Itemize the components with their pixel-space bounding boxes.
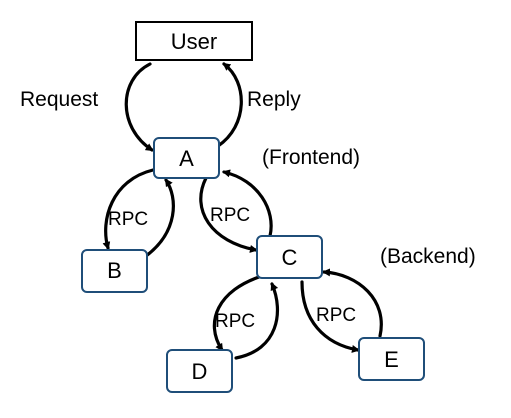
user-label: User [171,29,217,54]
rpc-a-c-return-arrow [222,169,273,238]
node-e: E [358,337,425,381]
request-arrow [124,62,154,152]
node-e-label: E [384,347,399,372]
frontend-label: (Frontend) [262,146,360,169]
backend-label: (Backend) [380,245,476,268]
node-b: B [81,249,148,293]
node-c-label: C [282,245,298,270]
node-a: A [153,137,220,179]
rpc-c-e-return-arrow [322,268,383,338]
rpc-a-c-call-arrow [199,176,258,253]
reply-label: Reply [247,88,301,111]
reply-arrow [216,62,243,148]
rpc-a-b-return-arrow [144,178,175,258]
node-d-label: D [192,359,208,384]
rpc-a-b-label: RPC [108,209,148,230]
rpc-c-d-call-arrow [212,274,264,352]
node-a-label: A [179,146,194,171]
rpc-c-d-return-arrow [234,282,280,360]
rpc-c-e-call-arrow [300,280,360,353]
rpc-c-d-label: RPC [215,311,255,332]
node-d: D [166,349,233,393]
rpc-a-b-call-arrow [102,168,155,250]
rpc-a-c-label: RPC [210,205,250,226]
request-label: Request [20,88,98,111]
rpc-c-e-label: RPC [316,305,356,326]
node-c: C [256,235,323,279]
user-node: User [135,21,253,61]
node-b-label: B [107,258,122,283]
